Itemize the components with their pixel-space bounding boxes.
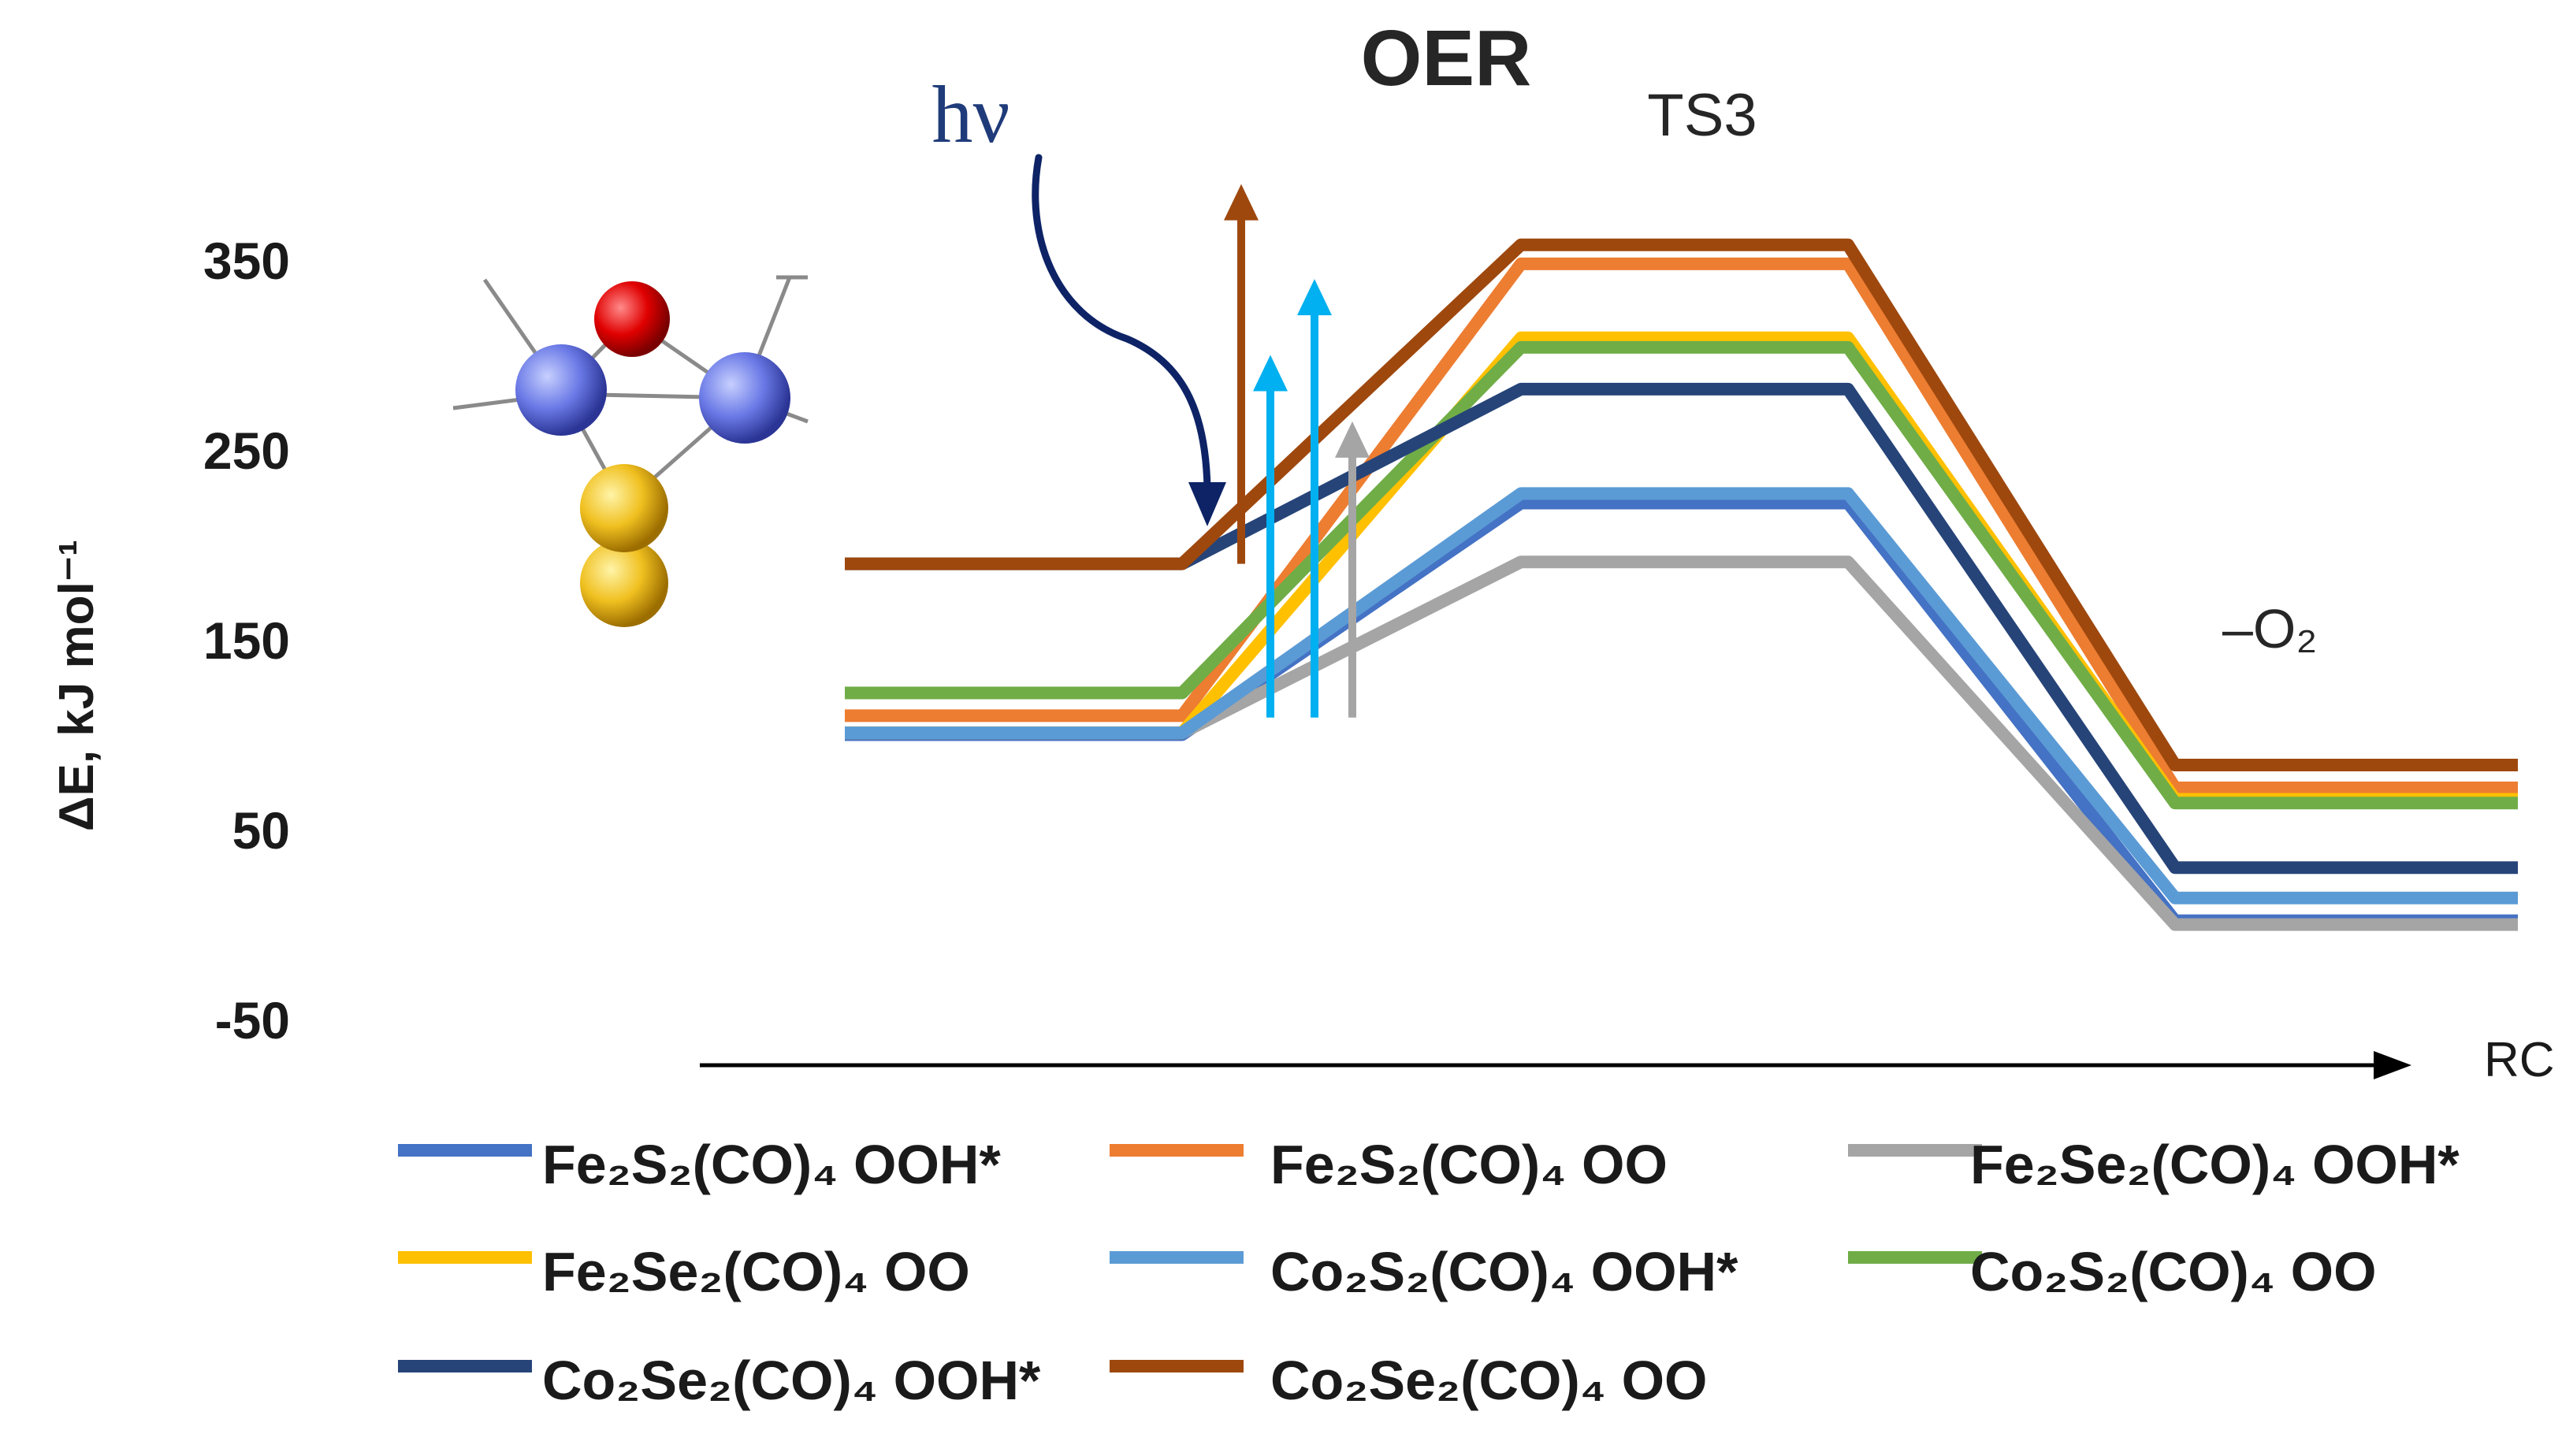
legend-label: Co₂Se₂(CO)₄ OOH* bbox=[542, 1350, 1041, 1411]
series-line bbox=[845, 340, 2518, 810]
o2-label: –O₂ bbox=[2222, 598, 2318, 659]
x-axis-label: RC bbox=[2484, 1033, 2555, 1087]
chart-title: OER bbox=[1361, 14, 1532, 102]
energy-profile-series bbox=[845, 238, 2518, 931]
legend-label: Co₂Se₂(CO)₄ OO bbox=[1270, 1350, 1707, 1411]
y-tick-label: 350 bbox=[203, 232, 290, 290]
series-line bbox=[845, 257, 2518, 794]
legend-label: Fe₂Se₂(CO)₄ OO bbox=[542, 1241, 970, 1302]
y-tick-label: -50 bbox=[215, 991, 290, 1049]
legend-label: Fe₂Se₂(CO)₄ OOH* bbox=[1970, 1134, 2460, 1195]
y-axis-label: ΔE, kJ mol⁻¹ bbox=[50, 540, 104, 831]
excitation-arrow-head bbox=[1224, 184, 1259, 221]
molecule-structure-icon bbox=[452, 275, 809, 627]
y-tick-label: 150 bbox=[203, 611, 290, 670]
x-axis-arrowhead bbox=[2374, 1051, 2411, 1079]
excitation-arrow-head bbox=[1253, 355, 1288, 392]
legend: Fe₂S₂(CO)₄ OOH* Fe₂S₂(CO)₄ OO Fe₂Se₂(CO)₄ … bbox=[398, 1134, 2460, 1411]
photon-arrow bbox=[1032, 154, 1226, 526]
legend-label: Fe₂S₂(CO)₄ OO bbox=[1270, 1134, 1668, 1195]
ts3-label: TS3 bbox=[1647, 82, 1757, 149]
legend-label: Co₂S₂(CO)₄ OO bbox=[1970, 1241, 2377, 1302]
series-line bbox=[845, 487, 2518, 904]
series-line bbox=[845, 238, 2518, 772]
excitation-arrows bbox=[1224, 184, 1370, 718]
y-tick-label: 50 bbox=[232, 801, 290, 860]
excitation-arrow-head bbox=[1297, 279, 1332, 316]
y-tick-label: 250 bbox=[203, 422, 290, 480]
y-tick-labels: 350 250 150 50 -50 bbox=[203, 232, 290, 1049]
legend-label: Fe₂S₂(CO)₄ OOH* bbox=[542, 1134, 1001, 1195]
legend-label: Co₂S₂(CO)₄ OOH* bbox=[1270, 1241, 1738, 1302]
excitation-arrow-head bbox=[1335, 421, 1370, 458]
hv-label: hν bbox=[931, 69, 1010, 160]
